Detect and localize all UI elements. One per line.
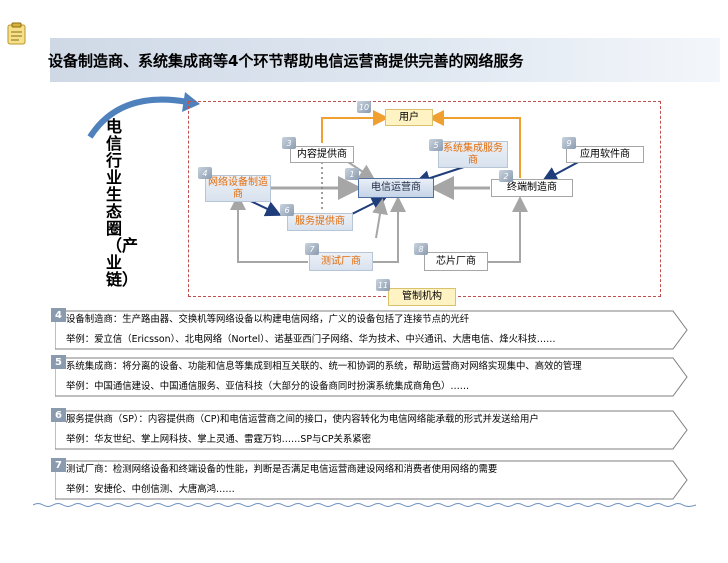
badge-operator: 1	[345, 168, 359, 180]
bottom-divider	[33, 503, 696, 507]
node-integrator-label: 系统集成服务商	[443, 142, 503, 166]
node-network-vendor: 网络设备制造商	[205, 175, 271, 202]
section-number: 6	[51, 408, 66, 422]
badge-test: 7	[305, 243, 319, 255]
section-number: 4	[51, 308, 66, 322]
badge-appsw: 9	[562, 137, 576, 149]
section-equipment-vendors: 4 设备制造商：生产路由器、交换机等网络设备以构建电信网络，广义的设备包括了连接…	[51, 308, 689, 350]
section-bg	[55, 357, 688, 397]
section-bg	[55, 310, 688, 350]
node-terminal-maker: 终端制造商	[491, 179, 573, 197]
section-definition: 设备制造商：生产路由器、交换机等网络设备以构建电信网络，广义的设备包括了连接节点…	[66, 314, 470, 325]
badge-netvendor: 4	[198, 167, 212, 179]
section-number: 7	[51, 458, 66, 472]
section-examples: 举例：爱立信（Ericsson）、北电网络（Nortel）、诺基亚西门子网络、华…	[66, 334, 556, 345]
node-terminal-label: 终端制造商	[507, 182, 557, 193]
node-operator-label: 电信运营商	[371, 182, 421, 193]
section-definition: 服务提供商（SP）：内容提供商（CP)和电信运营商之间的接口，使内容转化为电信网…	[66, 414, 539, 425]
section-bg	[55, 460, 688, 500]
node-service-provider: 服务提供商	[287, 213, 353, 231]
node-appsw-label: 应用软件商	[580, 148, 630, 160]
title-bar	[50, 38, 720, 82]
curved-arrow-icon	[87, 92, 200, 139]
section-definition: 测试厂商：检测网络设备和终端设备的性能，判断是否满足电信运营商建设网络和消费者使…	[66, 464, 498, 475]
node-test-vendor: 测试厂商	[309, 252, 373, 271]
badge-content: 3	[282, 137, 296, 149]
badge-regulator: 11	[376, 279, 390, 291]
node-app-software: 应用软件商	[566, 146, 644, 163]
section-test-vendors: 7 测试厂商：检测网络设备和终端设备的性能，判断是否满足电信运营商建设网络和消费…	[51, 458, 689, 500]
node-content-provider: 内容提供商	[290, 146, 354, 163]
node-user-label: 用户	[399, 111, 419, 123]
section-examples: 举例：安捷伦、中创信测、大唐高鸿……	[66, 484, 235, 495]
node-telecom-operator: 电信运营商	[358, 178, 434, 198]
section-definition: 系统集成商：将分离的设备、功能和信息等集成到相互关联的、统一和协调的系统，帮助运…	[66, 361, 582, 372]
badge-terminal: 2	[499, 170, 513, 182]
node-chip-label: 芯片厂商	[436, 255, 476, 267]
badge-sp: 6	[280, 204, 294, 216]
section-examples: 举例：中国通信建设、中国通信服务、亚信科技（大部分的设备商同时扮演系统集成商角色…	[66, 381, 470, 392]
section-system-integrators: 5 系统集成商：将分离的设备、功能和信息等集成到相互关联的、统一和协调的系统，帮…	[51, 355, 689, 397]
section-number: 5	[51, 355, 66, 369]
badge-user: 10	[357, 101, 371, 113]
badge-integrator: 5	[429, 139, 443, 151]
page-title: 设备制造商、系统集成商等4个环节帮助电信运营商提供完善的网络服务	[48, 52, 524, 70]
section-bg	[55, 410, 688, 450]
node-sp-label: 服务提供商	[295, 216, 345, 227]
node-regulator: 管制机构	[388, 288, 456, 306]
node-netvendor-label: 网络设备制造商	[208, 176, 268, 200]
node-test-label: 测试厂商	[321, 255, 361, 267]
node-system-integrator: 系统集成服务商	[438, 141, 508, 168]
section-examples: 举例：华友世纪、掌上网科技、掌上灵通、雷霆万钧……SP与CP关系紧密	[66, 434, 372, 445]
node-chip-vendor: 芯片厂商	[424, 252, 488, 271]
node-content-label: 内容提供商	[297, 148, 347, 160]
node-user: 用户	[385, 109, 433, 126]
node-regulator-label: 管制机构	[402, 291, 442, 302]
section-service-providers: 6 服务提供商（SP）：内容提供商（CP)和电信运营商之间的接口，使内容转化为电…	[51, 408, 689, 450]
document-icon	[7, 22, 26, 45]
badge-chip: 8	[414, 243, 428, 255]
